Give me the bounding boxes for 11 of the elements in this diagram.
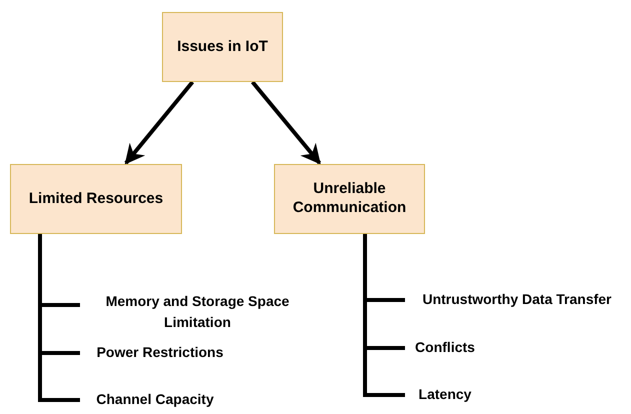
item-text: Conflicts: [405, 337, 485, 359]
arrow: [250, 80, 322, 165]
item-text: Latency: [405, 384, 485, 406]
item-text: Channel Capacity: [80, 389, 230, 411]
item-text: Memory and Storage Space Limitation: [80, 291, 315, 335]
category-box: Issues in IoT: [162, 12, 283, 82]
item-text: Untrustworthy Data Transfer: [405, 289, 629, 311]
category-box: Unreliable Communication: [274, 164, 425, 234]
arrow: [124, 80, 194, 165]
item-text: Power Restrictions: [80, 342, 240, 364]
category-box: Limited Resources: [10, 164, 182, 234]
